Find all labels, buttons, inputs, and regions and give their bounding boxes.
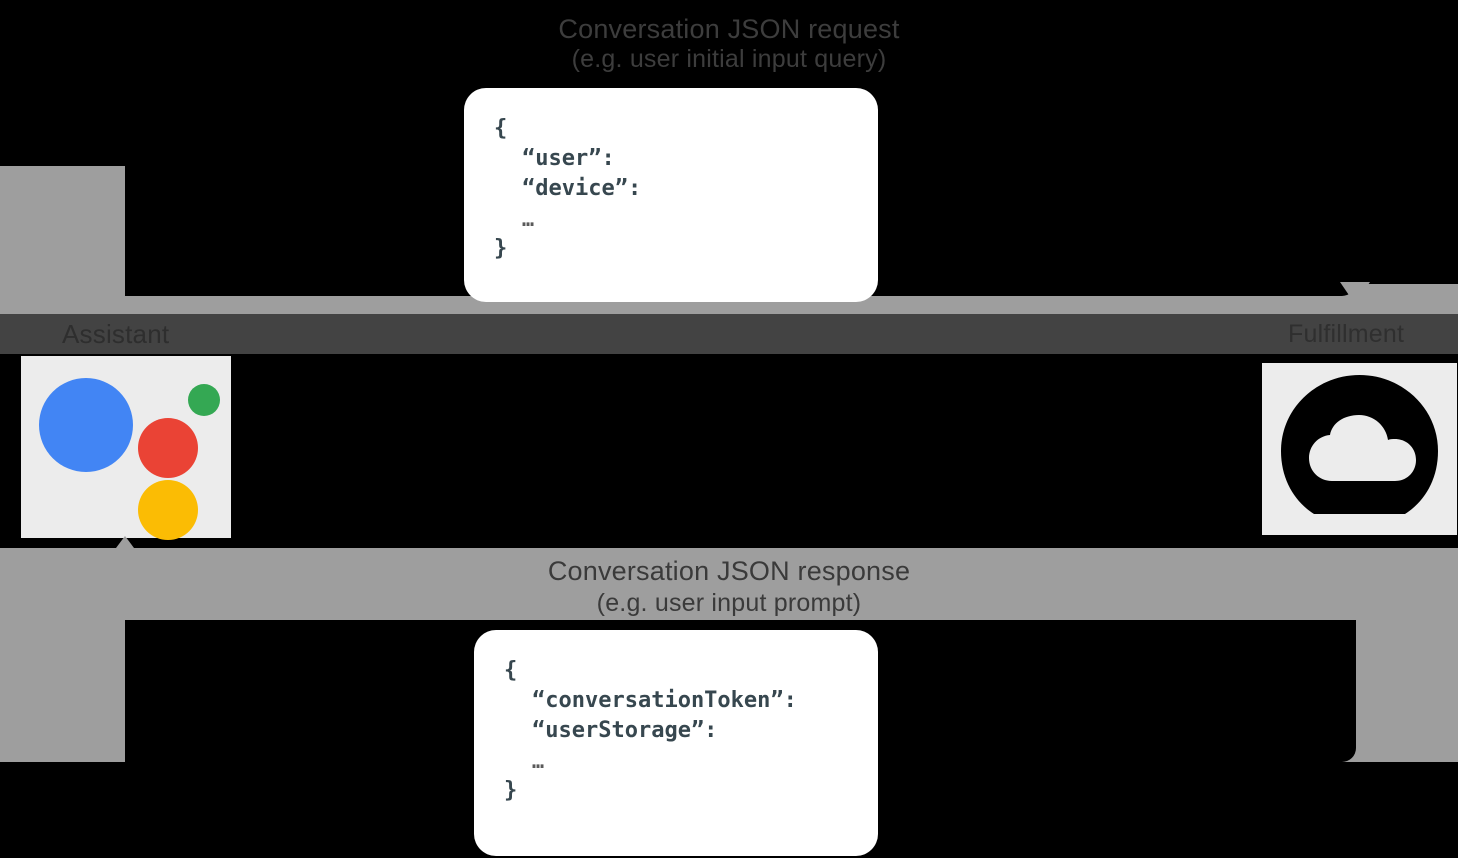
json-key-conversation-token: “conversationToken”: bbox=[532, 688, 797, 713]
json-open-brace: { bbox=[504, 658, 518, 683]
response-title: Conversation JSON response bbox=[547, 556, 911, 586]
request-title: Conversation JSON request bbox=[558, 14, 900, 44]
json-key-user: “user”: bbox=[522, 146, 615, 171]
response-subtitle: (e.g. user input prompt) bbox=[596, 589, 862, 617]
cloud-icon bbox=[1262, 363, 1457, 535]
json-close-brace: } bbox=[494, 236, 508, 261]
assistant-blue-dot-icon bbox=[39, 378, 133, 472]
center-divider-band bbox=[0, 314, 1458, 354]
response-flow-arrowhead bbox=[113, 536, 137, 552]
request-json-card: { “user”: “device”: … } bbox=[464, 88, 878, 302]
request-subtitle: (e.g. user initial input query) bbox=[571, 45, 887, 73]
json-ellipsis: … bbox=[532, 749, 545, 773]
google-assistant-icon bbox=[21, 356, 231, 540]
json-ellipsis: … bbox=[522, 207, 535, 231]
assistant-red-dot-icon bbox=[138, 418, 198, 478]
response-json-card: { “conversationToken”: “userStorage”: … … bbox=[474, 630, 878, 856]
assistant-green-dot-icon bbox=[188, 384, 220, 416]
json-key-device: “device”: bbox=[522, 176, 642, 201]
json-close-brace: } bbox=[504, 778, 518, 803]
fulfillment-node-label: Fulfillment bbox=[1288, 320, 1405, 348]
json-key-user-storage: “userStorage”: bbox=[532, 718, 718, 743]
cloud-glyph bbox=[1281, 375, 1438, 514]
assistant-yellow-dot-icon bbox=[138, 480, 198, 540]
json-open-brace: { bbox=[494, 116, 508, 141]
assistant-node-label: Assistant bbox=[62, 319, 170, 349]
